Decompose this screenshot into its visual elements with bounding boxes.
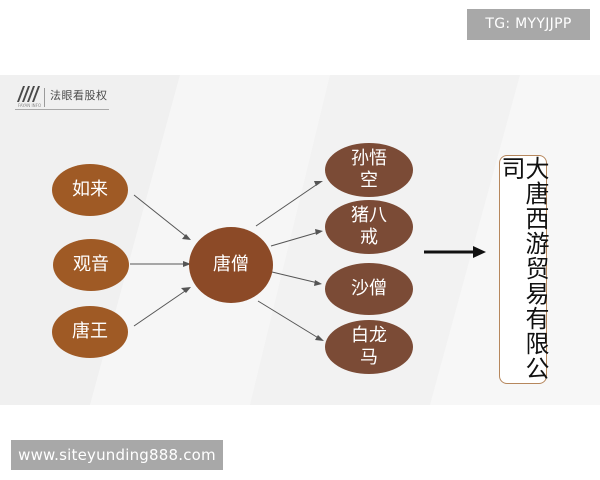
right-connectors bbox=[255, 181, 324, 341]
left-node-guanyin: 观音 bbox=[53, 239, 129, 291]
left-node-tangwang-label: 唐王 bbox=[72, 321, 108, 342]
left-node-tangwang: 唐王 bbox=[52, 306, 128, 358]
right-node-sunwukong-label-line1: 孙悟 bbox=[351, 148, 387, 169]
right-node-bailongma-label-line2: 马 bbox=[360, 347, 378, 368]
relationship-diagram: 如来 观音 唐王 唐僧 孙悟 空 猪八 戒 沙僧 bbox=[52, 143, 413, 374]
right-node-sunwukong-label-line2: 空 bbox=[360, 170, 378, 191]
watermark-url: www.siteyunding888.com bbox=[11, 440, 223, 470]
right-node-zhubajie-label-line1: 猪八 bbox=[351, 205, 387, 226]
right-node-shaseng-label: 沙僧 bbox=[351, 278, 387, 299]
center-node-tangseng-label: 唐僧 bbox=[213, 254, 249, 275]
center-node-tangseng: 唐僧 bbox=[189, 227, 273, 303]
left-node-rulai-label: 如来 bbox=[72, 179, 108, 200]
right-node-zhubajie: 猪八 戒 bbox=[325, 200, 413, 254]
left-node-guanyin-label: 观音 bbox=[73, 254, 109, 275]
header-underline bbox=[15, 109, 109, 110]
logo-label: 法眼看股权 bbox=[50, 89, 108, 102]
right-node-sunwukong: 孙悟 空 bbox=[325, 143, 413, 197]
slide-panel: FAYAN INFO 法眼看股权 如来 观音 bbox=[0, 75, 600, 405]
left-node-rulai: 如来 bbox=[52, 164, 128, 216]
logo-caption: FAYAN INFO bbox=[18, 103, 42, 108]
company-arrow-icon bbox=[424, 246, 486, 258]
right-node-bailongma: 白龙 马 bbox=[325, 320, 413, 374]
logo-icon bbox=[15, 84, 43, 110]
tg-badge: TG: MYYJJPP bbox=[467, 9, 590, 40]
company-box: 大唐西游贸易有限公司 bbox=[497, 155, 549, 384]
company-name: 大唐西游贸易有限公司 bbox=[497, 156, 549, 381]
logo-icon-graphic bbox=[17, 86, 40, 102]
right-node-shaseng: 沙僧 bbox=[325, 263, 413, 315]
logo-divider bbox=[44, 88, 45, 107]
left-connectors bbox=[130, 194, 191, 327]
right-node-zhubajie-label-line2: 戒 bbox=[360, 227, 378, 248]
right-node-bailongma-label-line1: 白龙 bbox=[351, 325, 387, 346]
